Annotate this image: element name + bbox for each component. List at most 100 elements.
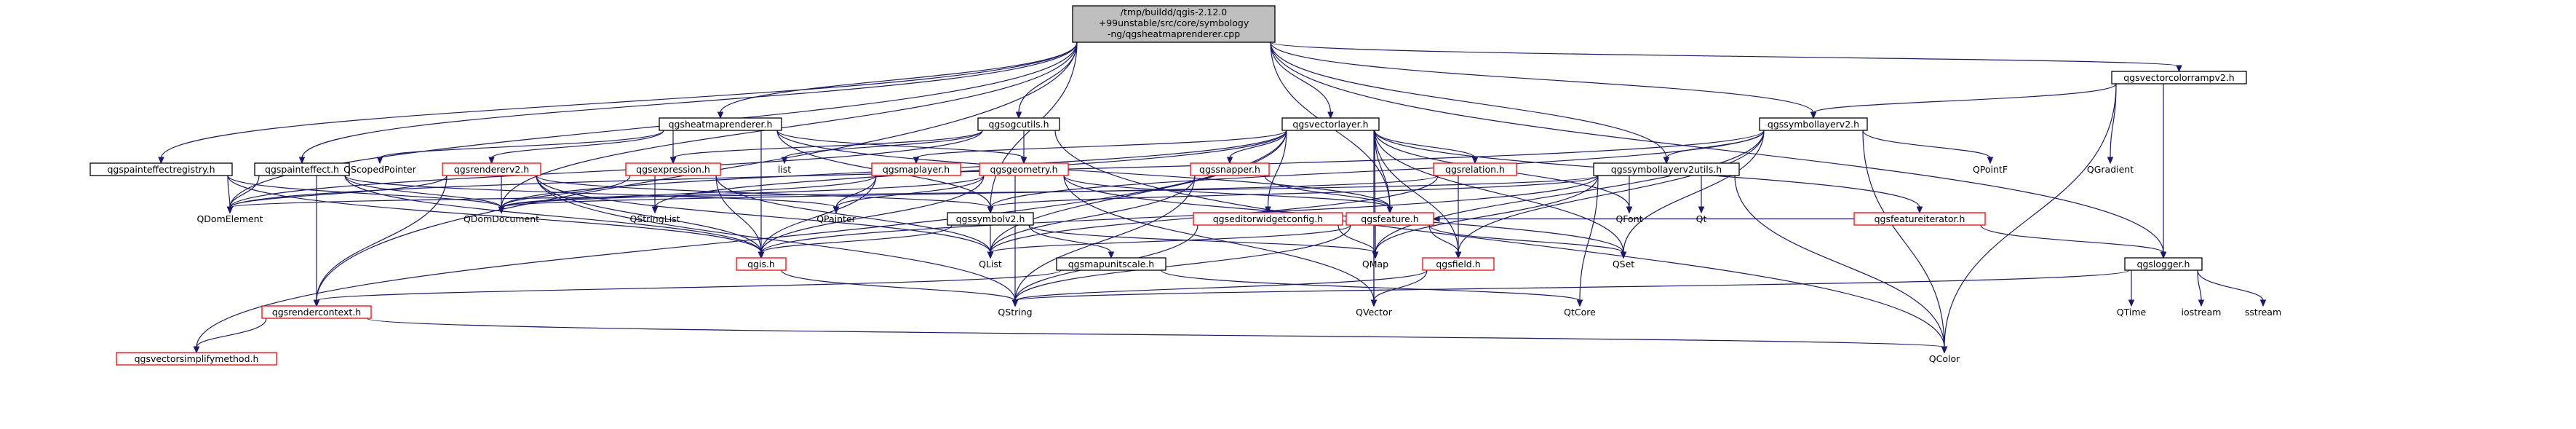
- edge-qgsfeature-to-qgsfield: [1428, 224, 1459, 253]
- node-qgssymbollayerv2utils[interactable]: qgssymbollayerv2utils.h: [1593, 162, 1740, 176]
- node-iostream[interactable]: iostream: [2182, 307, 2222, 318]
- edge-qgsfeature-to-qstring: [1014, 224, 1351, 302]
- node-label-qgsvectorsimplifymethod: qgsvectorsimplifymethod.h: [135, 353, 259, 364]
- edge-root-to-qgsvectorcolorrampv2: [1270, 42, 2180, 67]
- node-label-qgsfeatureiterator: qgsfeatureiterator.h: [1875, 213, 1965, 224]
- node-box-qgslogger: [2124, 257, 2203, 271]
- edge-qgsheatmaprenderer-to-qgsfeature: [776, 130, 1391, 208]
- arrowhead-root-to-qgsvectorlayer: [1327, 111, 1334, 119]
- edge-qgssymbollayerv2utils-to-qtcore: [1579, 175, 1599, 302]
- arrowhead-qgsvectorlayer-to-qgssnapper: [1226, 157, 1233, 165]
- node-label-sstream: sstream: [2245, 307, 2281, 318]
- node-label-qgsheatmaprenderer: qgsheatmaprenderer.h: [669, 119, 773, 130]
- edge-root-to-qgsheatmaprenderer: [720, 42, 1078, 114]
- node-label-qmap: QMap: [1362, 259, 1388, 269]
- node-list[interactable]: list: [778, 164, 791, 175]
- node-box-qgsfeatureiterator: [1853, 212, 1986, 226]
- node-qtcore[interactable]: QtCore: [1564, 307, 1596, 318]
- arrowhead-root-to-qgsogcutils: [1015, 111, 1022, 119]
- arrowhead-qgsfeatureiterator-to-qgslogger: [2160, 251, 2167, 259]
- arrowhead-qgssymbolv2-to-qgis: [758, 251, 765, 259]
- edge-qgsvectorlayer-to-qgssnapper: [1229, 130, 1287, 159]
- arrowhead-qgsfield-to-qvector: [1370, 299, 1378, 307]
- node-qgsfeatureiterator[interactable]: qgsfeatureiterator.h: [1853, 212, 1986, 226]
- edge-qgsrendererv2-to-qlist: [536, 175, 991, 253]
- node-qgsmapunitscale[interactable]: qgsmapunitscale.h: [1056, 257, 1166, 271]
- node-label-qgsvectorlayer: qgsvectorlayer.h: [1292, 119, 1368, 130]
- node-qgsfeature[interactable]: qgsfeature.h: [1345, 212, 1434, 226]
- edge-qgssymbollayerv2-to-qmap: [1375, 130, 1765, 253]
- arrowhead-qgssymbollayerv2-to-qpointf: [1987, 157, 1994, 165]
- node-qcolor[interactable]: QColor: [1929, 353, 1960, 364]
- node-label-qgslogger: qgslogger.h: [2137, 259, 2190, 269]
- node-label-qgsfield: qgsfield.h: [1436, 259, 1480, 269]
- node-qgsvectorlayer[interactable]: qgsvectorlayer.h: [1281, 117, 1380, 131]
- node-qtime[interactable]: QTime: [2117, 307, 2147, 318]
- node-qmap[interactable]: QMap: [1362, 259, 1388, 269]
- node-qdomdocument[interactable]: QDomDocument: [464, 213, 539, 224]
- node-qt[interactable]: Qt: [1696, 213, 1707, 224]
- node-label-qpainter: QPainter: [816, 213, 856, 224]
- node-qstringlist[interactable]: QStringList: [630, 213, 680, 224]
- node-label-qgssymbollayerv2: qgssymbollayerv2.h: [1768, 119, 1859, 130]
- node-sstream[interactable]: sstream: [2245, 307, 2281, 318]
- node-qgslogger[interactable]: qgslogger.h: [2124, 257, 2203, 271]
- edge-qgsgeometry-to-qdomdocument: [501, 175, 985, 208]
- node-qgseditorwidgetconfig[interactable]: qgseditorwidgetconfig.h: [1193, 212, 1343, 226]
- node-qgsrelation[interactable]: qgsrelation.h: [1433, 162, 1517, 176]
- node-qlist[interactable]: QList: [979, 259, 1002, 269]
- node-root[interactable]: /tmp/buildd/qgis-2.12.0+99unstable/src/c…: [1072, 5, 1276, 43]
- node-qgsmaplayer[interactable]: qgsmaplayer.h: [871, 162, 961, 176]
- edge-qgssnapper-to-qgsfeature: [1264, 175, 1391, 208]
- node-label-qgssymbollayerv2utils: qgssymbollayerv2utils.h: [1611, 164, 1722, 175]
- node-box-qgsgeometry: [979, 162, 1069, 176]
- node-qgsvectorcolorrampv2[interactable]: qgsvectorcolorrampv2.h: [2111, 71, 2247, 84]
- node-qgsvectorsimplifymethod[interactable]: qgsvectorsimplifymethod.h: [116, 352, 277, 366]
- edge-qgslogger-to-qstring: [1014, 269, 2130, 302]
- node-qgis[interactable]: qgis.h: [736, 257, 787, 271]
- node-qgsheatmaprenderer[interactable]: qgsheatmaprenderer.h: [659, 117, 782, 131]
- node-qgspainteffect[interactable]: qgspainteffect.h: [254, 162, 350, 176]
- edge-qgsvectorlayer-to-qgsrelation: [1374, 130, 1476, 159]
- node-qgsrendercontext[interactable]: qgsrendercontext.h: [261, 305, 372, 319]
- node-qgssymbollayerv2[interactable]: qgssymbollayerv2.h: [1759, 117, 1868, 131]
- edge-qgsogcutils-to-qdomelement: [229, 130, 983, 208]
- arrowhead-qgsogcutils-to-qgsgeometry: [1020, 157, 1027, 165]
- arrowhead-qgsrendercontext-to-qgsvectorsimplifymethod: [193, 346, 200, 354]
- edge-qgsexpression-to-qlist: [715, 175, 991, 253]
- node-qgssnapper[interactable]: qgssnapper.h: [1190, 162, 1270, 176]
- node-qpointf[interactable]: QPointF: [1973, 164, 2008, 175]
- node-qgsogcutils[interactable]: qgsogcutils.h: [977, 117, 1060, 131]
- node-qgspainteffectregistry[interactable]: qgspainteffectregistry.h: [90, 162, 233, 176]
- arrowhead-root-to-qgsheatmaprenderer: [717, 111, 724, 119]
- edge-qgsvectorlayer-to-qgsfield: [1374, 130, 1459, 253]
- node-qgsexpression[interactable]: qgsexpression.h: [625, 162, 721, 176]
- node-qvector[interactable]: QVector: [1356, 307, 1393, 318]
- arrowhead-qgsexpression-to-qstringlist: [651, 206, 659, 214]
- node-qgsgeometry[interactable]: qgsgeometry.h: [979, 162, 1069, 176]
- edge-qgsexpression-to-qdomdocument: [501, 175, 631, 208]
- node-label-qstringlist: QStringList: [630, 213, 680, 224]
- edge-qgsrendercontext-to-qcolor: [366, 318, 1945, 348]
- node-qgsfield[interactable]: qgsfield.h: [1422, 257, 1495, 271]
- arrowhead-qgslogger-to-iostream: [2198, 299, 2205, 307]
- node-box-qgssymbollayerv2utils: [1593, 162, 1740, 176]
- edge-qgslogger-to-iostream: [2197, 269, 2202, 302]
- edge-qgspainteffectregistry-to-qgis: [227, 175, 762, 253]
- node-qdomelement[interactable]: QDomElement: [196, 213, 263, 224]
- node-qgradient[interactable]: QGradient: [2087, 164, 2134, 175]
- node-label-root: -ng/qgsheatmaprenderer.cpp: [1108, 28, 1240, 39]
- node-qfont[interactable]: QFont: [1615, 213, 1642, 224]
- arrowhead-qgsvectorlayer-to-qgsfeatureiterator: [1916, 206, 1923, 214]
- node-box-qgsvectorcolorrampv2: [2111, 71, 2247, 84]
- node-qgsrendererv2[interactable]: qgsrendererv2.h: [442, 162, 541, 176]
- node-box-qgssymbolv2: [947, 212, 1034, 226]
- edge-qgssymbolv2-to-qgis: [760, 224, 953, 253]
- edge-qgsrelation-to-qdomdocument: [501, 175, 1439, 208]
- edge-qgssymbolv2-to-qgsmapunitscale: [1028, 224, 1112, 253]
- node-qset[interactable]: QSet: [1613, 259, 1634, 269]
- node-qpainter[interactable]: QPainter: [816, 213, 856, 224]
- node-qstring[interactable]: QString: [998, 307, 1032, 318]
- node-qscopedpointer[interactable]: QScopedPointer: [343, 164, 417, 175]
- node-qgssymbolv2[interactable]: qgssymbolv2.h: [947, 212, 1034, 226]
